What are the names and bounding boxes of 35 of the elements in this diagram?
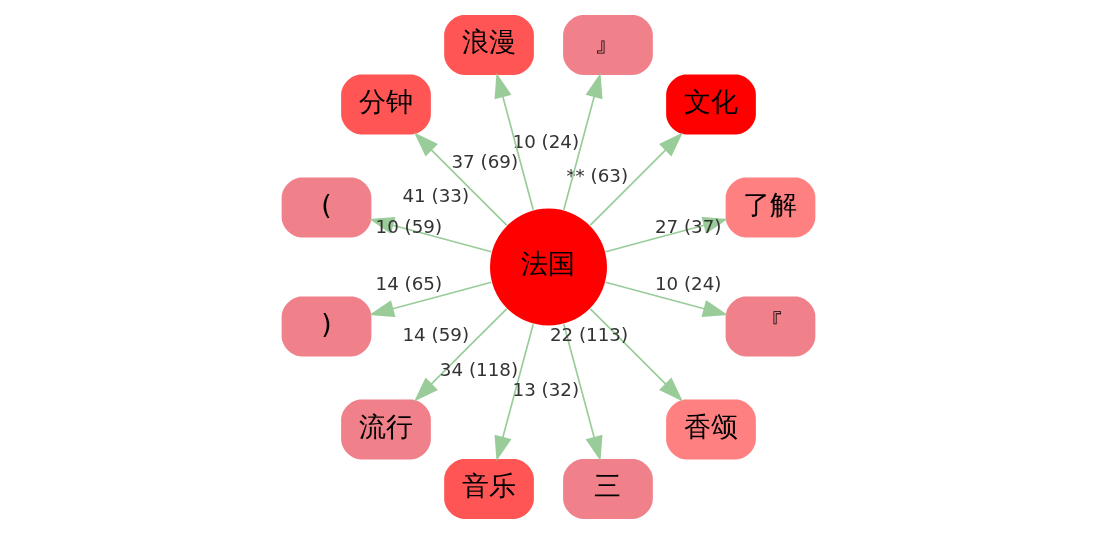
node-box: 香颂 xyxy=(666,399,756,460)
node-box: 了解 xyxy=(725,177,816,238)
arrow xyxy=(494,323,535,462)
arrow xyxy=(604,281,728,318)
node-box: 流行 xyxy=(341,399,431,460)
edge-label: 27 (37) xyxy=(654,216,722,238)
edge-label: 10 (24) xyxy=(512,130,580,152)
node-box: 』 xyxy=(563,15,653,75)
arrow xyxy=(562,72,603,211)
edge-label: 22 (113) xyxy=(549,324,629,346)
edge-label: 37 (69) xyxy=(451,150,519,172)
edge-label: 14 (65) xyxy=(375,273,443,295)
arrow xyxy=(414,308,508,402)
node-box: 『 xyxy=(725,296,816,357)
arrow xyxy=(494,72,535,211)
node-box: ( xyxy=(281,177,372,238)
node-box: 分钟 xyxy=(341,74,431,135)
arrow xyxy=(369,281,493,318)
node-box: 文化 xyxy=(666,74,756,135)
node-box: 音乐 xyxy=(444,459,534,519)
edge-label: 10 (59) xyxy=(375,216,443,238)
arrow xyxy=(414,132,508,226)
edge-label: 14 (59) xyxy=(402,324,470,346)
node-box: ) xyxy=(281,296,372,357)
arrow xyxy=(562,323,603,462)
node-box: 三 xyxy=(563,459,653,519)
edge-label: ** (63) xyxy=(566,165,629,187)
edge-label: 41 (33) xyxy=(402,185,470,207)
edge-label: 13 (32) xyxy=(512,378,580,400)
edge-label: 10 (24) xyxy=(654,273,722,295)
arrow xyxy=(589,308,683,402)
arrow xyxy=(589,132,683,226)
node-box: 浪漫 xyxy=(444,15,534,75)
node-circle: 法国 xyxy=(490,208,607,326)
edge-label: 34 (118) xyxy=(439,358,519,380)
